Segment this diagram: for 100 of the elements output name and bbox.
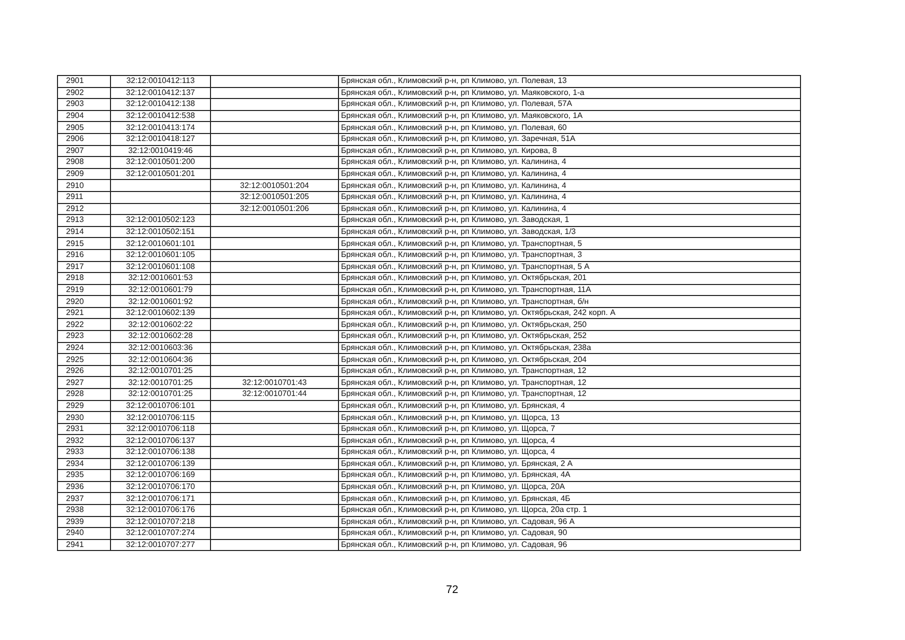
- row-number: 2938: [66, 505, 84, 514]
- row-number: 2922: [66, 320, 84, 329]
- row-number: 2913: [66, 216, 84, 224]
- cadastral-number: 32:12:0010412:138: [126, 100, 195, 108]
- address-text: Брянская обл., Климовский р-н, рп Климово, ул. Щорса, 7: [341, 424, 556, 434]
- cadastral-number: 32:12:0010706:101: [126, 401, 195, 410]
- cadastral-number: 32:12:0010501:205: [240, 192, 309, 202]
- address-text: Брянская обл., Климовский р-н, рп Климово, ул. Заводская, 1/3: [341, 227, 576, 236]
- cadastral-number: 32:12:0010706:170: [126, 482, 195, 492]
- cadastral-number: 32:12:0010706:171: [126, 494, 195, 503]
- cadastral-number: 32:12:0010706:115: [126, 412, 195, 422]
- cadastral-number: 32:12:0010602:139: [126, 308, 195, 318]
- cadastral-number: 32:12:0010601:53: [128, 274, 193, 282]
- row-number: 2906: [66, 134, 84, 144]
- cadastral-number: 32:12:0010501:201: [126, 169, 195, 178]
- cadastral-number: 32:12:0010502:123: [126, 216, 195, 224]
- cadastral-number: 32:12:0010601:105: [126, 250, 195, 260]
- cadastral-number: 32:12:0010707:274: [126, 528, 195, 538]
- cadastral-number: 32:12:0010707:277: [126, 540, 195, 550]
- cadastral-number: 32:12:0010701:25: [128, 366, 193, 376]
- row-number: 2929: [66, 401, 84, 410]
- cadastral-number: 32:12:0010501:204: [240, 180, 309, 190]
- address-text: Брянская обл., Климовский р-н, рп Климово, ул. Брянская, 4: [341, 401, 566, 410]
- address-text: Брянская обл., Климовский р-н, рп Климово, ул. Октябрьская, 238а: [341, 343, 592, 352]
- cadastral-number: 32:12:0010601:101: [126, 238, 195, 248]
- row-number: 2931: [66, 424, 84, 434]
- cadastral-number: 32:12:0010701:43: [242, 378, 307, 387]
- cadastral-number: 32:12:0010706:138: [126, 447, 195, 456]
- cadastral-number: 32:12:0010501:206: [240, 204, 309, 213]
- address-text: Брянская обл., Климовский р-н, рп Климово, ул. Заводская, 1: [341, 216, 570, 224]
- address-text: Брянская обл., Климовский р-н, рп Климово, ул. Октябрьская, 252: [341, 332, 587, 340]
- cadastral-number: 32:12:0010601:79: [128, 285, 193, 294]
- address-text: Брянская обл., Климовский р-н, рп Климово, ул. Транспортная, 12: [341, 390, 586, 398]
- address-text: Брянская обл., Климовский р-н, рп Климово, ул. Заречная, 51А: [341, 134, 576, 144]
- address-text: Брянская обл., Климовский р-н, рп Климово, ул. Калинина, 4: [341, 204, 566, 213]
- cadastral-number: 32:12:0010419:46: [128, 146, 193, 155]
- row-number: 2910: [66, 180, 84, 190]
- cadastral-number: 32:12:0010701:25: [128, 378, 193, 387]
- address-text: Брянская обл., Климовский р-н, рп Климово, ул. Октябрьская, 201: [341, 274, 587, 282]
- row-number: 2932: [66, 436, 84, 445]
- cadastral-number: 32:12:0010707:218: [126, 517, 195, 526]
- address-text: Брянская обл., Климовский р-н, рп Климово, ул. Полевая, 57А: [341, 100, 572, 108]
- address-text: Брянская обл., Климовский р-н, рп Климово, ул. Транспортная, 3: [341, 250, 582, 260]
- cadastral-number: 32:12:0010701:25: [128, 390, 193, 398]
- address-text: Брянская обл., Климовский р-н, рп Климово, ул. Брянская, 4А: [341, 470, 570, 480]
- row-number: 2915: [66, 238, 84, 248]
- address-text: Брянская обл., Климовский р-н, рп Климово, ул. Садовая, 96: [341, 540, 568, 550]
- row-number: 2902: [66, 88, 84, 97]
- row-number: 2914: [66, 227, 84, 236]
- row-number: 2933: [66, 447, 84, 456]
- cadastral-number: 32:12:0010706:137: [126, 436, 195, 445]
- row-number: 2939: [66, 517, 84, 526]
- cadastral-number: 32:12:0010412:137: [126, 88, 195, 97]
- address-text: Брянская обл., Климовский р-н, рп Климово, ул. Калинина, 4: [341, 158, 566, 166]
- cadastral-number: 32:12:0010501:200: [126, 158, 195, 166]
- address-text: Брянская обл., Климовский р-н, рп Климово, ул. Полевая, 60: [341, 122, 567, 132]
- row-number: 2928: [66, 390, 84, 398]
- cadastral-number: 32:12:0010706:176: [126, 505, 195, 514]
- row-number: 2916: [66, 250, 84, 260]
- address-text: Брянская обл., Климовский р-н, рп Климово, ул. Октябрьская, 250: [341, 320, 587, 329]
- address-text: Брянская обл., Климовский р-н, рп Климово, ул. Щорса, 13: [341, 412, 560, 422]
- address-text: Брянская обл., Климовский р-н, рп Климово, ул. Транспортная, 11А: [341, 285, 592, 294]
- address-text: Брянская обл., Климовский р-н, рп Климово, ул. Транспортная, 12: [341, 366, 586, 376]
- address-text: Брянская обл., Климовский р-н, рп Климово, ул. Садовая, 90: [341, 528, 568, 538]
- cadastral-number: 32:12:0010601:92: [128, 296, 193, 306]
- row-number: 2934: [66, 459, 84, 468]
- cadastral-number: 32:12:0010412:538: [126, 111, 195, 120]
- cadastral-number: 32:12:0010706:139: [126, 459, 195, 468]
- address-text: Брянская обл., Климовский р-н, рп Климово, ул. Кирова, 8: [341, 146, 557, 155]
- row-number: 2909: [66, 169, 84, 178]
- row-number: 2927: [66, 378, 84, 387]
- row-number: 2912: [66, 204, 84, 213]
- row-number: 2925: [66, 354, 84, 364]
- address-text: Брянская обл., Климовский р-н, рп Климово, ул. Щорса, 20А: [341, 482, 565, 492]
- row-number: 2918: [66, 274, 84, 282]
- row-number: 2905: [66, 122, 84, 132]
- cadastral-number: 32:12:0010706:169: [126, 470, 195, 480]
- row-number: 2940: [66, 528, 84, 538]
- row-number: 2936: [66, 482, 84, 492]
- row-number: 2921: [66, 308, 84, 318]
- row-number: 2926: [66, 366, 84, 376]
- row-number: 2908: [66, 158, 84, 166]
- address-text: Брянская обл., Климовский р-н, рп Климово, ул. Маяковского, 1А: [341, 111, 583, 120]
- address-text: Брянская обл., Климовский р-н, рп Климово, ул. Калинина, 4: [341, 192, 566, 202]
- row-number: 2937: [66, 494, 84, 503]
- row-number: 2920: [66, 296, 84, 306]
- row-number: 2924: [66, 343, 84, 352]
- row-number: 2907: [66, 146, 84, 155]
- address-text: Брянская обл., Климовский р-н, рп Климово, ул. Маяковского, 1-а: [341, 88, 584, 97]
- address-text: Брянская обл., Климовский р-н, рп Климово, ул. Транспортная, 12: [341, 378, 586, 387]
- address-text: Брянская обл., Климовский р-н, рп Климово, ул. Калинина, 4: [341, 180, 566, 190]
- page-number: 72: [446, 584, 458, 596]
- address-text: Брянская обл., Климовский р-н, рп Климово, ул. Октябрьская, 242 корп. А: [341, 308, 616, 318]
- row-number: 2903: [66, 100, 84, 108]
- row-number: 2923: [66, 332, 84, 340]
- address-text: Брянская обл., Климовский р-н, рп Климово, ул. Транспортная, б/н: [341, 296, 589, 306]
- cadastral-number: 32:12:0010706:118: [126, 424, 195, 434]
- address-text: Брянская обл., Климовский р-н, рп Климово, ул. Щорса, 4: [341, 447, 556, 456]
- cadastral-number: 32:12:0010413:174: [126, 122, 195, 132]
- address-text: Брянская обл., Климовский р-н, рп Климово, ул. Транспортная, 5 А: [341, 262, 590, 271]
